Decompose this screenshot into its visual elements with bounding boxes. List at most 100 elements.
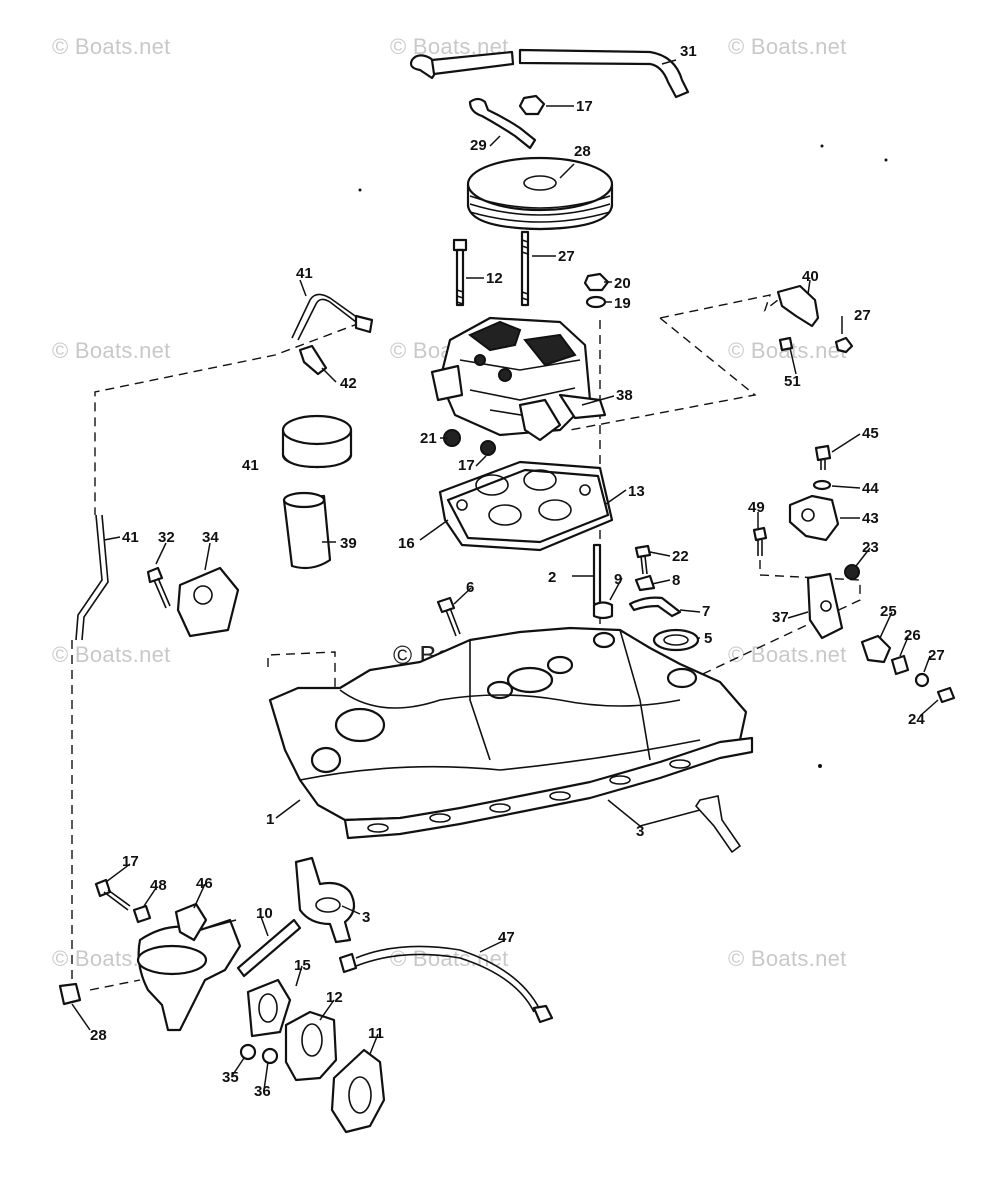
bracket-37	[820, 600, 832, 612]
fuel-line-41	[297, 298, 357, 341]
callout-19: 20	[614, 275, 631, 292]
gasket-15	[488, 504, 522, 526]
watermark: © Boats.net	[390, 946, 509, 971]
bolt-50	[752, 526, 768, 542]
callout-47: 46	[196, 875, 213, 892]
callout-27: 27	[558, 248, 575, 265]
nut-36	[261, 1047, 279, 1065]
nut-17	[480, 440, 496, 456]
callout-21: 22	[672, 548, 689, 565]
sensor-40	[776, 284, 820, 328]
gasket-3	[429, 813, 451, 823]
callout-8: 9	[614, 571, 622, 588]
bolt-5	[436, 596, 456, 614]
fuel-line-48	[532, 1004, 554, 1024]
bolt-5	[445, 607, 461, 637]
callout-10: 11	[368, 1025, 384, 1042]
watermark: © Boats.net	[728, 34, 847, 59]
callout-28: 28	[90, 1027, 107, 1044]
gasket-3	[343, 736, 754, 840]
clamp-24	[860, 634, 892, 664]
callout-5: 6	[466, 579, 474, 596]
intake-manifold-1	[666, 667, 698, 689]
callout-16: 17	[122, 853, 139, 870]
watermark: © Boats.net	[52, 34, 171, 59]
bolt-16	[94, 878, 112, 898]
callout-35: 35	[222, 1069, 239, 1086]
dashed-line	[569, 317, 757, 431]
gasket-15	[446, 468, 610, 544]
air-cleaner-30	[466, 156, 614, 212]
callout-48: 47	[498, 929, 515, 946]
gasket-14	[258, 993, 278, 1023]
gasket-3	[669, 759, 691, 769]
hose-33	[430, 50, 515, 76]
fuel-line-48	[338, 952, 358, 974]
watermark: © Boats.net	[52, 338, 171, 363]
callout-9: 10	[256, 905, 273, 922]
callout-32: 32	[158, 529, 175, 546]
callout-24: 25	[880, 603, 897, 620]
gasket-15	[538, 499, 572, 521]
intake-manifold-1	[299, 629, 701, 781]
gasket-3	[367, 823, 389, 833]
carburetor-38	[523, 333, 577, 367]
push-rod-9	[236, 918, 302, 978]
carburetor-38	[558, 393, 607, 420]
callout-50: 49	[748, 499, 765, 516]
gasket-4	[652, 628, 700, 652]
fuel-line-41	[75, 514, 103, 641]
screw-51	[778, 336, 794, 352]
dashed-line	[89, 979, 141, 991]
gasket-15	[456, 499, 468, 511]
watermark: © Boats.net	[728, 946, 847, 971]
callout-6: 7	[702, 603, 710, 620]
stud-27	[521, 239, 529, 301]
washer-18	[585, 295, 607, 309]
intake-manifold-1	[334, 707, 386, 743]
callout-26: 27	[928, 647, 945, 664]
callout-39: 39	[340, 535, 357, 552]
callout-46: 45	[862, 425, 879, 442]
callout-4: 5	[704, 630, 712, 647]
carburetor-38	[498, 368, 512, 382]
callout-17: 17	[576, 98, 593, 115]
sleeve-39	[282, 491, 326, 509]
nut-22	[844, 564, 860, 580]
gasket-14	[246, 978, 292, 1038]
washer-45	[812, 479, 832, 491]
callout-38: 38	[616, 387, 633, 404]
leader-lines	[71, 59, 939, 1091]
intake-manifold-1	[310, 746, 342, 774]
carburetor-38	[468, 320, 522, 352]
intake-manifold-1	[506, 666, 554, 694]
bolt-13	[452, 238, 468, 252]
nut-8	[592, 601, 614, 620]
spacer-3	[294, 856, 356, 944]
callout-43: 42	[340, 375, 357, 392]
spacer-3	[315, 897, 341, 913]
callout-49: 48	[150, 877, 167, 894]
dashed-line	[267, 651, 336, 690]
plate-11	[301, 1023, 323, 1057]
bolt-46	[820, 460, 826, 470]
stud-27	[520, 230, 530, 307]
callout-25: 26	[904, 627, 921, 644]
callout-51: 51	[784, 373, 801, 390]
plate-11	[284, 1010, 338, 1082]
callout-3: 3	[636, 823, 644, 840]
gasket-15	[475, 474, 509, 496]
callout-41: 41	[122, 529, 139, 546]
bracket-3	[694, 795, 742, 854]
washer-49	[132, 904, 152, 924]
callout-22: 23	[862, 539, 879, 556]
speck	[820, 144, 824, 148]
clip-25	[890, 654, 910, 676]
bolt-35	[239, 1043, 257, 1061]
gasket-3	[549, 791, 571, 801]
callout-18: 19	[614, 295, 631, 312]
fitting-28	[58, 982, 82, 1006]
fuel-pump-47	[199, 919, 237, 981]
callout-36: 36	[254, 1083, 271, 1100]
